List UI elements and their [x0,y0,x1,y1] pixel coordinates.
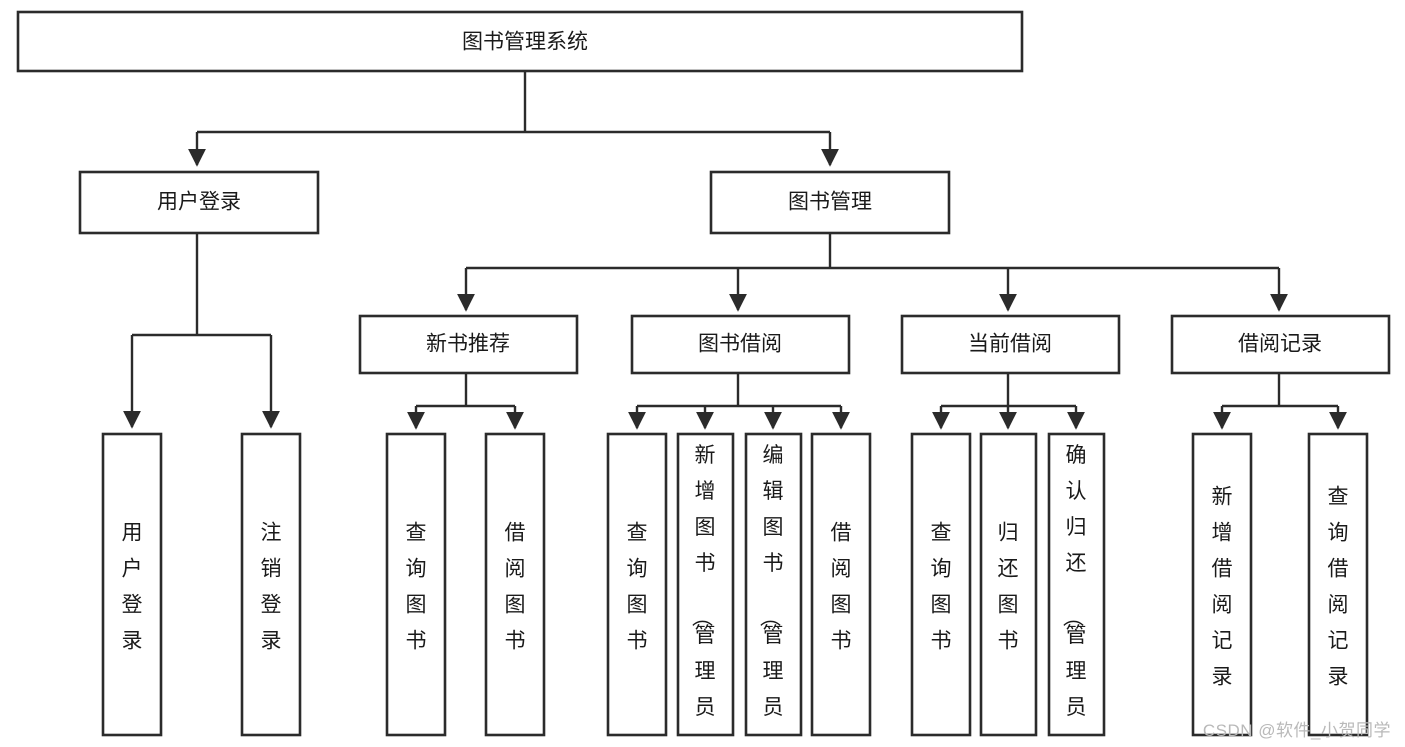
node-bookmgmt-box[interactable] [709,170,951,235]
node-root-box[interactable] [16,10,1024,73]
node-bookmgmt[interactable]: 图书管理 [709,170,951,235]
node-leaf12-box[interactable] [1191,432,1253,737]
node-leaf9[interactable]: 查询图书 [910,432,972,737]
node-borrow[interactable]: 图书借阅 [630,314,851,375]
node-leaf3-label: 查询图书 [406,522,427,653]
node-leaf1[interactable]: 用户登录 [101,432,163,737]
node-leaf4-box[interactable] [484,432,546,737]
leaf-nodes: 用户登录 注销登录 查询图书 借阅图书 查询图书 新增图书（管理员） [101,432,1369,747]
node-leaf9-label: 查询图书 [931,522,952,653]
node-record[interactable]: 借阅记录 [1170,314,1391,375]
node-leaf3[interactable]: 查询图书 [385,432,447,737]
node-root[interactable]: 图书管理系统 [16,10,1024,73]
node-record-label: 借阅记录 [1238,333,1322,356]
node-leaf6-box[interactable] [676,432,735,737]
node-leaf11-label: 确认归还（管理员） [1061,444,1087,747]
node-leaf13-box[interactable] [1307,432,1369,737]
node-login[interactable]: 用户登录 [78,170,320,235]
node-leaf2-box[interactable] [240,432,302,737]
node-leaf4-label: 借阅图书 [505,522,526,653]
node-current[interactable]: 当前借阅 [900,314,1121,375]
node-leaf10-label: 归还图书 [998,522,1019,653]
node-leaf6-label: 新增图书（管理员） [690,444,716,747]
node-newbook-box[interactable] [358,314,579,375]
csdn-watermark: CSDN @软件_小贺同学 [1202,721,1391,740]
node-login-label: 用户登录 [157,191,241,214]
edge-group-root [188,71,839,167]
node-leaf4[interactable]: 借阅图书 [484,432,546,737]
node-leaf5-box[interactable] [606,432,668,737]
node-borrow-label: 图书借阅 [698,333,782,356]
node-leaf8-label: 借阅图书 [831,522,852,653]
node-record-box[interactable] [1170,314,1391,375]
node-leaf7[interactable]: 编辑图书（管理员） [744,432,803,747]
edge-group-current [932,373,1085,430]
node-leaf1-box[interactable] [101,432,163,737]
node-leaf8-box[interactable] [810,432,872,737]
node-leaf7-box[interactable] [744,432,803,737]
node-leaf9-box[interactable] [910,432,972,737]
node-leaf13[interactable]: 查询借阅记录 [1307,432,1369,737]
node-leaf7-label: 编辑图书（管理员） [758,444,784,747]
node-bookmgmt-label: 图书管理 [788,191,872,214]
edge-group-bookmgmt [457,233,1288,312]
node-leaf3-box[interactable] [385,432,447,737]
node-login-box[interactable] [78,170,320,235]
edge-group-borrow [628,373,850,430]
node-current-box[interactable] [900,314,1121,375]
node-leaf2[interactable]: 注销登录 [240,432,302,737]
node-leaf5[interactable]: 查询图书 [606,432,668,737]
edge-group-login [123,233,280,429]
node-newbook-label: 新书推荐 [426,333,510,356]
node-leaf13-label: 查询借阅记录 [1328,486,1349,689]
node-current-label: 当前借阅 [968,333,1052,356]
edge-group-newbook [407,373,524,430]
node-root-label: 图书管理系统 [462,31,588,54]
node-leaf10-box[interactable] [979,432,1038,737]
node-leaf8[interactable]: 借阅图书 [810,432,872,737]
node-leaf12[interactable]: 新增借阅记录 [1191,432,1253,737]
edge-group-record [1213,373,1347,430]
node-borrow-box[interactable] [630,314,851,375]
node-leaf11[interactable]: 确认归还（管理员） [1047,432,1106,747]
node-leaf10[interactable]: 归还图书 [979,432,1038,737]
node-leaf11-box[interactable] [1047,432,1106,737]
node-leaf6[interactable]: 新增图书（管理员） [676,432,735,747]
node-leaf12-label: 新增借阅记录 [1212,486,1233,689]
node-newbook[interactable]: 新书推荐 [358,314,579,375]
node-leaf1-label: 用户登录 [122,522,143,653]
node-leaf5-label: 查询图书 [627,522,648,653]
node-leaf2-label: 注销登录 [261,522,282,653]
